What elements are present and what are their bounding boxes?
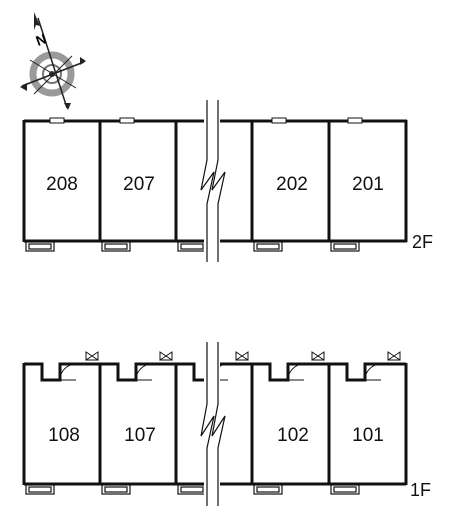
- floor-label-2f: 2F: [412, 232, 433, 252]
- break-mark: [200, 100, 226, 262]
- room-202: 202: [276, 174, 308, 195]
- break-mark: [200, 342, 226, 506]
- meter-boxes: [85, 351, 401, 361]
- room-107: 107: [124, 425, 156, 446]
- room-208: 208: [46, 174, 78, 195]
- room-207: 207: [123, 174, 155, 195]
- room-102: 102: [277, 425, 309, 446]
- room-108: 108: [48, 425, 80, 446]
- floor-2f: 208 207 202 201 2F: [22, 100, 433, 262]
- north-label: N: [34, 30, 49, 48]
- floor-label-1f: 1F: [410, 480, 431, 500]
- room-101: 101: [352, 425, 384, 446]
- floor-1f: 108 107 102 101 1F: [22, 342, 431, 506]
- entrance-doors: [59, 363, 382, 381]
- room-201: 201: [352, 174, 384, 195]
- north-arrow-icon: [34, 12, 40, 30]
- compass-rose-icon: N: [20, 12, 86, 110]
